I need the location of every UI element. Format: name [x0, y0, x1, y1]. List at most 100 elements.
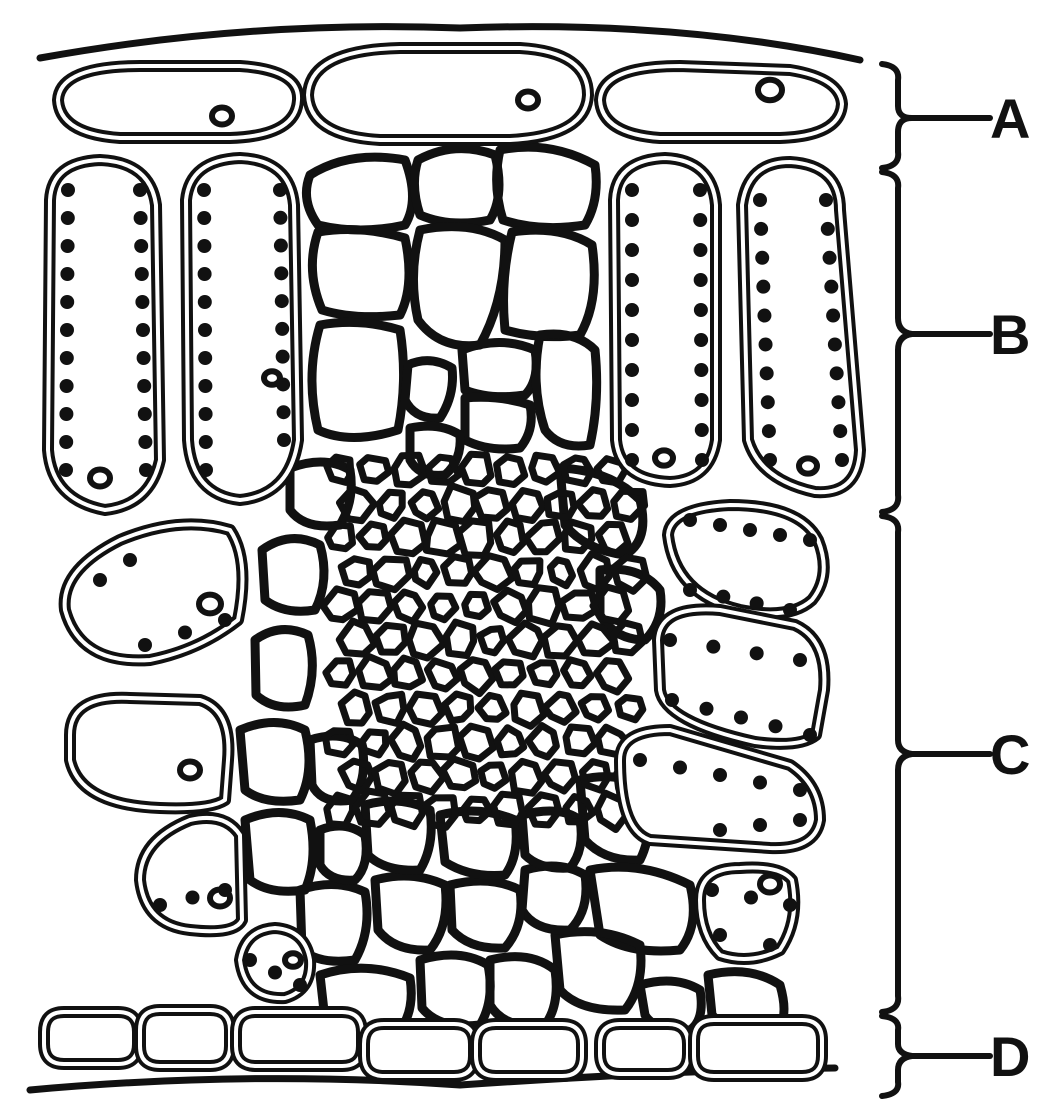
- lower-epidermis-cell: [140, 1010, 230, 1066]
- chloroplast: [694, 303, 708, 317]
- chloroplast: [831, 395, 845, 409]
- chloroplast: [753, 776, 767, 790]
- spongy-cell: [65, 524, 243, 660]
- small-network-cell: [564, 660, 591, 686]
- network-cell: [312, 322, 404, 437]
- chloroplast: [60, 351, 74, 365]
- small-network-cell: [544, 626, 577, 656]
- upper-epidermis-cell: [600, 66, 842, 138]
- chloroplast: [803, 533, 817, 547]
- small-network-cell: [480, 629, 504, 653]
- chloroplast: [60, 323, 74, 337]
- chloroplast: [695, 393, 709, 407]
- chloroplast: [744, 891, 758, 905]
- chloroplast: [134, 239, 148, 253]
- network-cell: [450, 881, 521, 948]
- small-network-cell: [325, 731, 353, 755]
- chloroplast: [763, 938, 777, 952]
- network-cell: [262, 539, 324, 612]
- lower-epidermis-cell: [44, 1012, 138, 1064]
- small-network-cell: [341, 559, 370, 585]
- chloroplast: [694, 273, 708, 287]
- chloroplast: [793, 653, 807, 667]
- chloroplast: [783, 603, 797, 617]
- small-network-cell: [460, 726, 494, 759]
- chloroplast: [693, 243, 707, 257]
- brace-c: [882, 516, 912, 1012]
- chloroplast: [756, 280, 770, 294]
- small-network-cell: [497, 521, 524, 553]
- chloroplast: [625, 393, 639, 407]
- chloroplast: [803, 728, 817, 742]
- brace-b: [882, 172, 912, 512]
- chloroplast: [705, 883, 719, 897]
- small-network-cell: [328, 525, 353, 549]
- network-cell: [255, 630, 312, 707]
- chloroplast: [830, 366, 844, 380]
- chloroplast: [218, 613, 232, 627]
- network-cell: [555, 932, 641, 1011]
- small-network-cell: [530, 663, 557, 685]
- lower-epidermis-cell: [364, 1024, 474, 1076]
- lower-epidermis-cell: [236, 1012, 362, 1066]
- small-network-cell: [497, 728, 524, 755]
- chloroplast: [625, 303, 639, 317]
- chloroplast: [197, 183, 211, 197]
- label-braces: [882, 64, 990, 1096]
- network-cell: [504, 230, 595, 336]
- small-network-cell: [411, 762, 444, 792]
- chloroplast: [753, 193, 767, 207]
- small-network-cell: [443, 759, 476, 788]
- chloroplast: [760, 366, 774, 380]
- small-network-cell: [409, 694, 442, 724]
- small-network-cell: [465, 594, 489, 616]
- small-network-cell: [362, 732, 385, 755]
- network-cell: [405, 361, 453, 419]
- chloroplast: [793, 783, 807, 797]
- chloroplast: [683, 583, 697, 597]
- chloroplast: [138, 638, 152, 652]
- upper-epidermis-cell: [58, 66, 298, 138]
- small-network-cell: [545, 694, 577, 722]
- chloroplast: [693, 213, 707, 227]
- chloroplast: [61, 239, 75, 253]
- chloroplast: [695, 423, 709, 437]
- chloroplast: [761, 395, 775, 409]
- small-network-cell: [597, 661, 629, 692]
- small-network-cell: [341, 692, 369, 723]
- small-network-cell: [391, 724, 421, 759]
- small-network-cell: [512, 761, 542, 793]
- chloroplast: [61, 183, 75, 197]
- chloroplast: [135, 295, 149, 309]
- small-network-cell: [359, 524, 386, 547]
- chloroplast: [665, 693, 679, 707]
- labels: A B C D: [990, 87, 1030, 1088]
- lower-epidermis-cell: [600, 1024, 688, 1074]
- chloroplast: [700, 702, 714, 716]
- chloroplast: [713, 518, 727, 532]
- chloroplast: [683, 513, 697, 527]
- chloroplast: [713, 768, 727, 782]
- small-network-cell: [478, 695, 506, 719]
- network-cell: [306, 157, 412, 230]
- small-network-cell: [445, 694, 471, 721]
- small-network-cell: [532, 455, 560, 482]
- chloroplast: [625, 273, 639, 287]
- chloroplast: [625, 333, 639, 347]
- chloroplast: [706, 640, 720, 654]
- small-network-cell: [474, 490, 507, 518]
- small-network-cell: [359, 656, 392, 687]
- network-cell: [290, 462, 351, 526]
- small-network-cell: [550, 560, 572, 586]
- chloroplast: [793, 813, 807, 827]
- chloroplast: [824, 280, 838, 294]
- label-d: D: [990, 1025, 1030, 1088]
- spongy-cell: [140, 818, 242, 931]
- chloroplast: [197, 211, 211, 225]
- chloroplast: [833, 424, 847, 438]
- chloroplast: [625, 423, 639, 437]
- chloroplast: [625, 243, 639, 257]
- label-c: C: [990, 723, 1030, 786]
- small-network-cell: [512, 491, 543, 521]
- small-network-cell: [495, 662, 523, 685]
